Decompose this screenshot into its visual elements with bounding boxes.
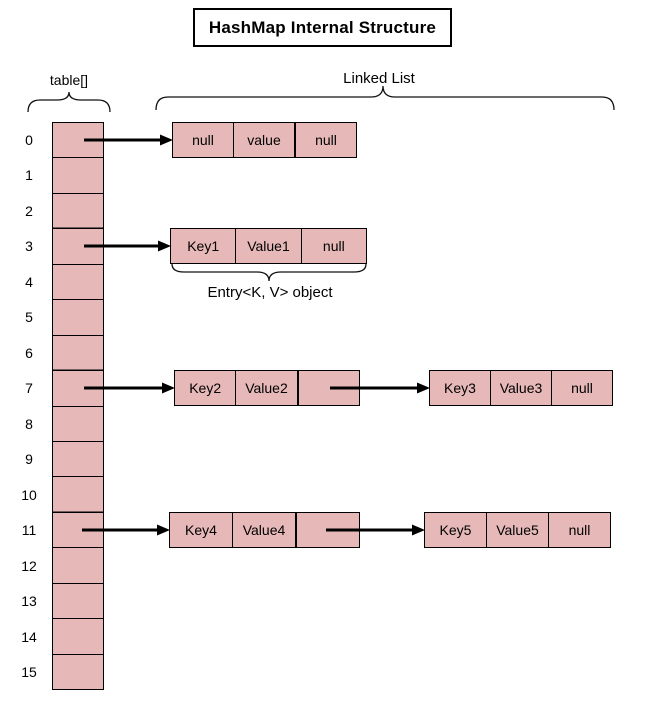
entry-value-cell: value [233,123,294,157]
entry-node-bucket7-first: Key2 Value2 [174,370,360,406]
entry-key-cell: Key2 [189,380,222,396]
entry-next-cell: null [548,513,610,547]
entry-node-bucket11-first: Key4 Value4 [169,512,360,548]
bucket-cell-7 [53,371,103,407]
table-array-brace [27,91,111,113]
entry-value-cell: Value3 [490,371,551,405]
bucket-cell-15 [53,654,103,689]
entry-next-cell: null [551,371,612,405]
entry-key-cell: Key4 [185,522,217,538]
bucket-cell-0 [53,123,103,159]
bucket-index: 5 [25,309,33,326]
bucket-cell-14 [53,619,103,655]
entry-value-cell: Value4 [232,513,295,547]
entry-key-cell: Key1 [187,238,220,254]
bucket-cell-9 [53,441,103,478]
bucket-cell-5 [53,300,103,336]
entry-next-cell [296,371,359,405]
entry-value-cell: Value1 [235,229,300,263]
bucket-cell-4 [53,264,103,301]
bucket-cell-2 [53,193,103,230]
linked-list-label: Linked List [343,70,415,87]
bucket-index: 4 [25,273,33,290]
bucket-cell-12 [53,548,103,584]
bucket-index: 9 [25,451,33,468]
bucket-cell-8 [53,406,103,442]
entry-key-cell: Key3 [444,380,476,396]
bucket-index: 0 [25,131,33,148]
bucket-index: 2 [25,202,33,219]
bucket-cell-1 [53,158,103,194]
entry-node-bucket11-second: Key5 Value5 null [424,512,611,548]
bucket-index: 11 [21,522,37,539]
entry-value-cell: Value5 [486,513,548,547]
bucket-index: 13 [21,593,37,610]
bucket-index: 15 [21,664,37,681]
bucket-cell-3 [53,229,103,265]
entry-object-brace [171,263,367,282]
bucket-cell-10 [53,477,103,513]
bucket-index-column: 0 1 2 3 4 5 6 7 8 9 10 11 12 13 14 15 [12,122,46,690]
bucket-cell-6 [53,335,103,372]
bucket-array [52,122,104,690]
entry-next-cell: null [300,229,366,263]
bucket-index: 1 [25,167,33,184]
bucket-index: 8 [25,415,33,432]
entry-next-cell [295,513,359,547]
entry-object-label: Entry<K, V> object [207,284,333,301]
bucket-cell-11 [53,512,103,549]
bucket-cell-13 [53,583,103,620]
entry-key-cell: Key5 [439,522,472,538]
linked-list-brace [155,85,615,111]
bucket-index: 6 [25,344,33,361]
table-array-label: table[] [49,72,89,88]
bucket-index: 12 [21,557,37,574]
bucket-index: 10 [21,486,37,503]
entry-next-cell: null [294,123,356,157]
entry-key-cell: null [192,132,214,148]
bucket-index: 7 [25,380,33,397]
diagram-title: HashMap Internal Structure [193,8,452,47]
entry-node-bucket7-second: Key3 Value3 null [429,370,613,406]
entry-node-bucket0: null value null [172,122,357,158]
entry-node-bucket3: Key1 Value1 null [170,228,367,264]
entry-value-cell: Value2 [235,371,296,405]
bucket-index: 3 [25,238,33,255]
bucket-index: 14 [21,628,37,645]
